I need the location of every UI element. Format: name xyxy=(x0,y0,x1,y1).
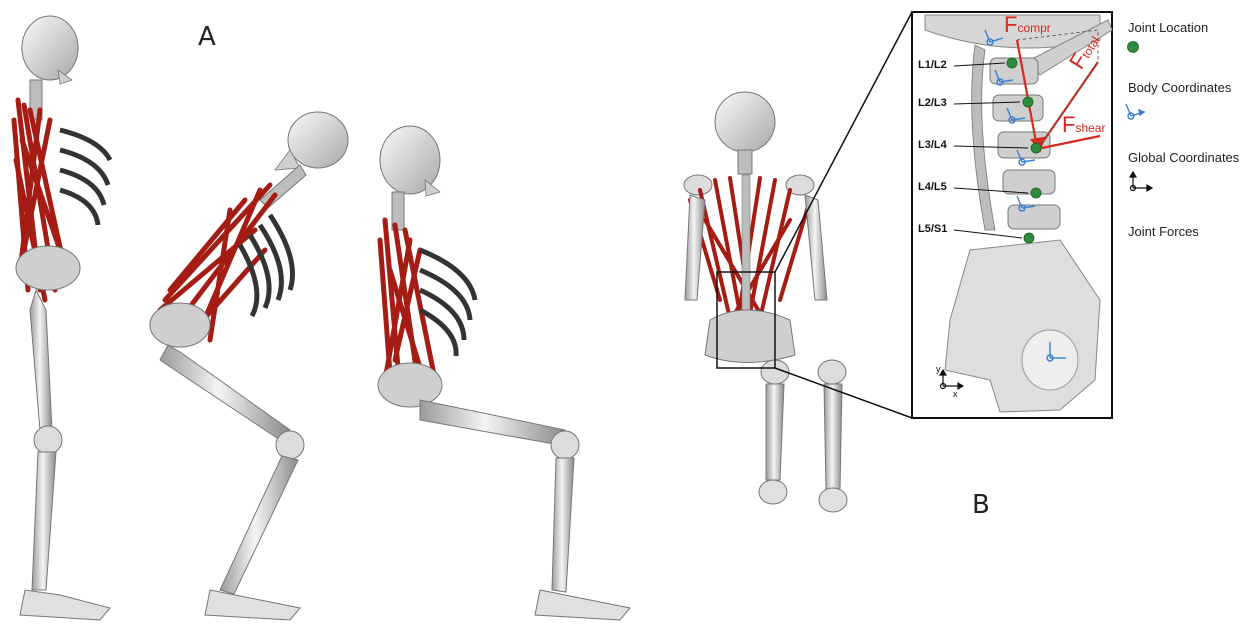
force-label-compression: Fcompr xyxy=(1004,12,1051,38)
force-symbol: F xyxy=(1062,112,1075,137)
left-shoulder xyxy=(684,175,712,195)
right-knee xyxy=(818,360,846,384)
legend-joint-location: Joint Location xyxy=(1128,20,1208,35)
rib-cage xyxy=(60,130,110,225)
skeleton-sitting xyxy=(378,126,630,620)
force-subscript: compr xyxy=(1017,21,1050,35)
tibia xyxy=(552,458,574,592)
vertebral-level-label: L4/L5 xyxy=(918,181,947,193)
skull xyxy=(288,112,348,168)
right-arm xyxy=(805,195,827,300)
right-foot xyxy=(819,488,847,512)
body-coordinates-icon xyxy=(1126,104,1144,119)
joint-l3-l4 xyxy=(1031,143,1041,153)
lumbar-inset xyxy=(912,12,1112,418)
foot xyxy=(205,590,300,620)
joint-l1-l2 xyxy=(1007,58,1017,68)
knee xyxy=(551,431,579,459)
panel-label-b: B xyxy=(972,490,990,520)
pelvis xyxy=(378,363,442,407)
skull xyxy=(715,92,775,152)
zoom-connector-top xyxy=(775,12,912,272)
left-tibia xyxy=(766,384,784,480)
femur xyxy=(420,400,565,445)
pelvis xyxy=(16,246,80,290)
force-label-shear: Fshear xyxy=(1062,112,1105,138)
joint-l5-s1 xyxy=(1024,233,1034,243)
vertebral-level-label: L5/S1 xyxy=(918,223,947,235)
right-tibia xyxy=(824,384,842,490)
knee xyxy=(276,431,304,459)
global-coordinates-icon xyxy=(1130,172,1152,191)
pelvis xyxy=(150,303,210,347)
skeleton-standing xyxy=(14,16,110,620)
vertebral-level-label: L3/L4 xyxy=(918,139,947,151)
force-symbol: F xyxy=(1004,12,1017,37)
legend-body-coordinates: Body Coordinates xyxy=(1128,80,1231,95)
panel-label-a: A xyxy=(198,22,216,52)
left-foot xyxy=(759,480,787,504)
skeleton-bending xyxy=(150,112,348,620)
inset-axis-y-label: y xyxy=(936,364,941,374)
legend-joint-forces: Joint Forces xyxy=(1128,224,1199,239)
skeleton-back-view xyxy=(684,12,912,512)
joint-location-icon xyxy=(1128,42,1139,53)
legend-global-coordinates: Global Coordinates xyxy=(1128,150,1239,165)
joint-l2-l3 xyxy=(1023,97,1033,107)
tibia xyxy=(220,456,298,594)
foot xyxy=(535,590,630,620)
knee xyxy=(34,426,62,454)
force-subscript: shear xyxy=(1075,121,1105,135)
foot xyxy=(20,590,110,620)
skull xyxy=(380,126,440,194)
legend-glyphs xyxy=(1126,42,1152,192)
cervical-spine xyxy=(738,150,752,174)
pelvis xyxy=(705,310,795,363)
vertebral-level-label: L1/L2 xyxy=(918,59,947,71)
left-arm xyxy=(685,195,705,300)
joint-l4-l5 xyxy=(1031,188,1041,198)
skull xyxy=(22,16,78,80)
vertebral-level-label: L2/L3 xyxy=(918,97,947,109)
femur xyxy=(160,345,290,440)
femur xyxy=(30,290,52,430)
tibia xyxy=(32,452,56,590)
inset-axis-x-label: x xyxy=(953,389,958,399)
